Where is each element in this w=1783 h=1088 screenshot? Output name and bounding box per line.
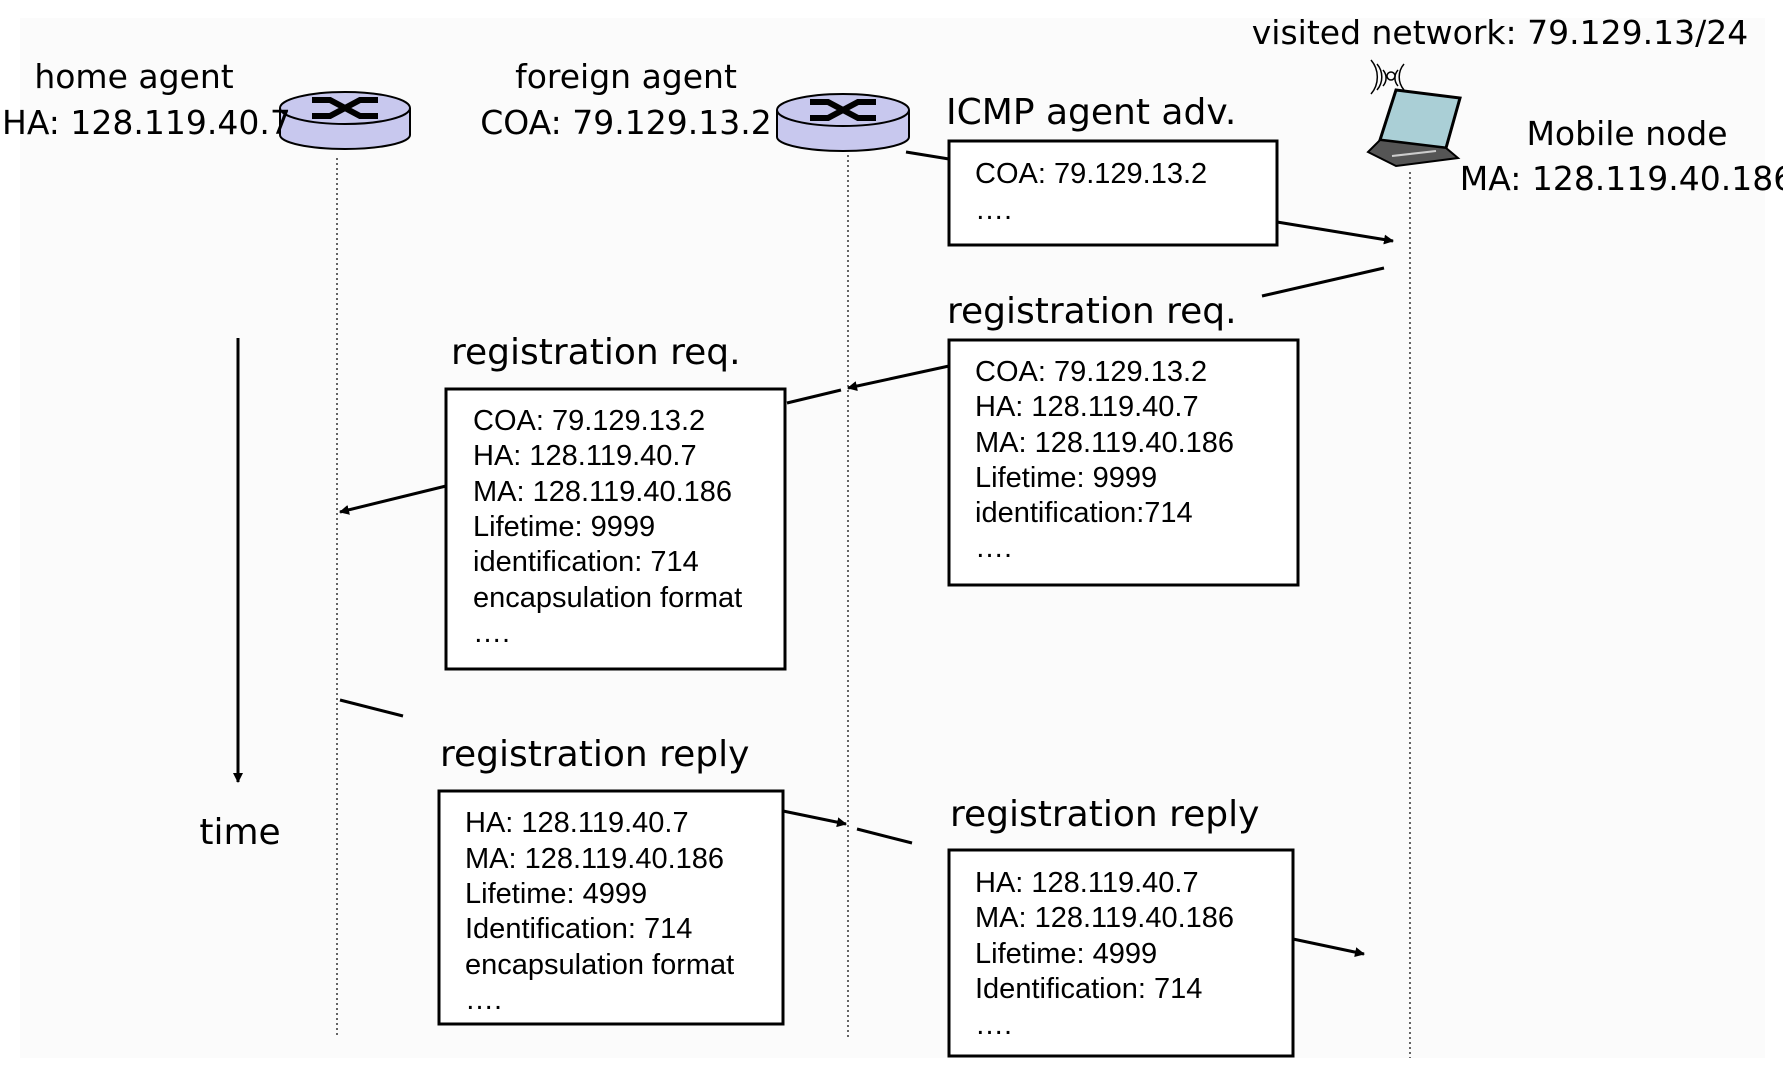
reg-req-fa-line-2: HA: 128.119.40.7: [473, 440, 697, 472]
reg-req-fa-box: [444, 387, 787, 671]
agent-adv-arrow-in: [905, 150, 950, 161]
laptop-icon: [1366, 88, 1462, 168]
reg-reply-fa-line-2: MA: 128.119.40.186: [975, 902, 1234, 934]
home-agent-router-icon: [279, 91, 411, 150]
background-panel: [20, 18, 1765, 1058]
reg-req-mn-line-1: COA: 79.129.13.2: [975, 356, 1207, 388]
agent-adv-line-2: ….: [975, 194, 1012, 226]
reg-req-fa-line-5: identification: 714: [473, 546, 699, 578]
reg-req-fa-line-6: encapsulation format: [473, 582, 742, 614]
reg-reply-ha-arrow-in: [339, 698, 404, 718]
reg-req-fa-line-4: Lifetime: 9999: [473, 511, 655, 543]
agent-adv-label: ICMP agent adv.: [946, 92, 1236, 133]
foreign-agent-address: COA: 79.129.13.2: [480, 103, 771, 142]
agent-adv-box: [947, 139, 1279, 247]
reg-req-fa-arrow-in: [786, 388, 842, 405]
reg-reply-fa-line-5: ….: [975, 1009, 1012, 1041]
reg-req-mn-line-5: identification:714: [975, 497, 1193, 529]
reg-reply-fa-line-1: HA: 128.119.40.7: [975, 867, 1199, 899]
reg-req-mn-arrow-in: [1261, 266, 1385, 298]
reg-req-fa-line-7: ….: [473, 617, 510, 649]
reg-req-fa-arrow-out: [339, 484, 447, 515]
reg-reply-ha-box: [437, 789, 785, 1026]
time-label: time: [199, 812, 280, 853]
reg-reply-ha-line-5: encapsulation format: [465, 949, 734, 981]
reg-reply-ha-line-1: HA: 128.119.40.7: [465, 807, 689, 839]
reg-req-mn-line-4: Lifetime: 9999: [975, 462, 1157, 494]
reg-req-mn-box: [947, 338, 1300, 587]
reg-reply-ha-line-3: Lifetime: 4999: [465, 878, 647, 910]
agent-adv-arrow-out: [1276, 220, 1394, 245]
reg-req-mn-line-2: HA: 128.119.40.7: [975, 391, 1199, 423]
reg-req-fa-line-1: COA: 79.129.13.2: [473, 405, 705, 437]
reg-req-fa-line-3: MA: 128.119.40.186: [473, 476, 732, 508]
reg-reply-fa-line-4: Identification: 714: [975, 973, 1202, 1005]
foreign-agent-router-icon: [776, 93, 910, 152]
agent-adv-line-1: COA: 79.129.13.2: [975, 158, 1207, 190]
visited-network-label: visited network: 79.129.13/24: [1252, 13, 1748, 52]
reg-reply-fa-box: [947, 848, 1295, 1058]
reg-reply-fa-arrow-out: [1292, 937, 1365, 958]
reg-reply-fa-line-3: Lifetime: 4999: [975, 938, 1157, 970]
wireless-signal-icon: [1370, 59, 1405, 95]
reg-req-mn-line-3: MA: 128.119.40.186: [975, 427, 1234, 459]
reg-reply-fa-label: registration reply: [950, 794, 1259, 835]
reg-req-fa-label: registration req.: [451, 332, 741, 373]
mobile-node-address: MA: 128.119.40.186: [1460, 159, 1783, 198]
home-agent-address: HA: 128.119.40.7: [2, 103, 291, 142]
reg-reply-ha-line-4: Identification: 714: [465, 913, 692, 945]
reg-req-mn-label: registration req.: [947, 291, 1237, 332]
reg-reply-ha-line-6: ….: [465, 984, 502, 1016]
home-agent-title: home agent: [34, 57, 233, 96]
reg-reply-ha-line-2: MA: 128.119.40.186: [465, 843, 724, 875]
reg-reply-ha-label: registration reply: [440, 734, 749, 775]
reg-req-mn-line-6: ….: [975, 532, 1012, 564]
reg-reply-ha-arrow-out: [782, 809, 847, 828]
reg-req-mn-arrow-out: [847, 364, 950, 391]
reg-reply-fa-arrow-in: [856, 827, 913, 845]
mobile-node-title: Mobile node: [1526, 114, 1727, 153]
foreign-agent-title: foreign agent: [515, 57, 737, 96]
